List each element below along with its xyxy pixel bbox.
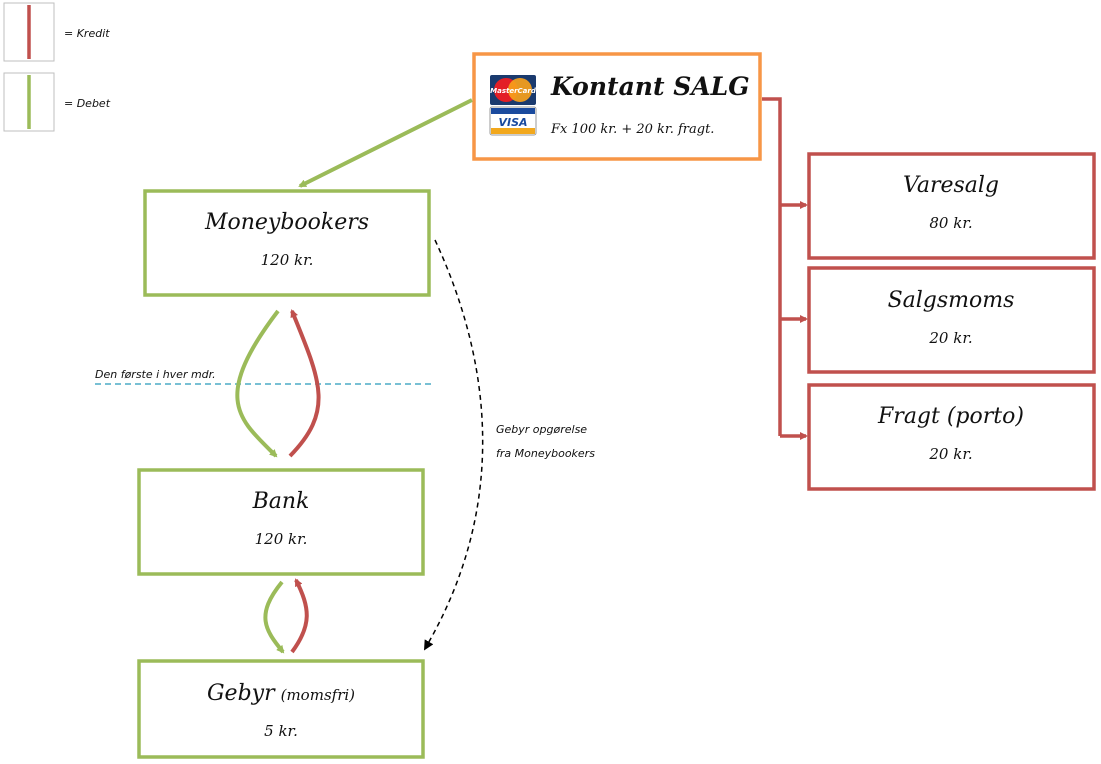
visa-text: VISA	[498, 116, 527, 129]
visa-icon: VISA	[489, 106, 537, 136]
moneybookers-box-frame	[143, 189, 431, 297]
vat-value: 20 kr.	[928, 329, 972, 347]
bank-box-frame	[137, 468, 425, 576]
fee-box-frame	[137, 659, 425, 759]
freight-value: 20 kr.	[928, 445, 972, 463]
sales-box: Varesalg 80 kr.	[807, 152, 1096, 260]
mastercard-icon: MasterCard	[490, 75, 537, 105]
credit-connector	[762, 97, 808, 440]
source-title: Kontant SALG	[550, 72, 750, 101]
debit-curve-bank-to-fee	[263, 580, 285, 654]
bank-title: Bank	[252, 489, 310, 514]
fee-title: Gebyr (momsfri)	[207, 681, 355, 706]
fee-title-note: (momsfri)	[281, 686, 356, 704]
legend: = Kredit = Debet	[3, 2, 111, 132]
mastercard-text: MasterCard	[490, 87, 537, 95]
bank-value: 120 kr.	[255, 530, 308, 548]
fee-value: 5 kr.	[264, 722, 298, 740]
credit-curve-bank-to-moneybookers	[288, 309, 321, 458]
source-box: MasterCard VISA Kontant SALG Fx 100 kr. …	[472, 52, 762, 161]
moneybookers-title: Moneybookers	[204, 210, 369, 235]
moneybookers-box: Moneybookers 120 kr.	[143, 189, 431, 297]
monthly-label: Den første i hver mdr.	[95, 368, 216, 381]
vat-box: Salgsmoms 20 kr.	[807, 266, 1096, 374]
moneybookers-value: 120 kr.	[261, 251, 314, 269]
fee-statement-label-line2: fra Moneybookers	[496, 447, 595, 460]
fee-statement-label-line1: Gebyr opgørelse	[496, 423, 587, 436]
source-subtitle: Fx 100 kr. + 20 kr. fragt.	[550, 122, 714, 137]
vat-box-frame	[807, 266, 1096, 374]
credit-connector-trunk	[762, 97, 782, 436]
sales-title: Varesalg	[903, 173, 999, 198]
debit-curve-moneybookers-to-bank	[235, 309, 280, 458]
legend-debit-label: = Debet	[64, 97, 111, 110]
credit-curve-fee-to-bank	[290, 578, 309, 654]
sales-value: 80 kr.	[929, 214, 972, 232]
debit-arrow-source-to-moneybookers	[298, 98, 473, 188]
bank-box: Bank 120 kr.	[137, 468, 425, 576]
sales-box-frame	[807, 152, 1096, 260]
fee-title-main: Gebyr	[207, 681, 276, 706]
legend-credit-label: = Kredit	[64, 27, 110, 40]
freight-box-frame	[807, 383, 1096, 491]
freight-box: Fragt (porto) 20 kr.	[807, 383, 1096, 491]
fee-box: Gebyr (momsfri) 5 kr.	[137, 659, 425, 759]
fee-statement-dashed-arrow	[423, 239, 484, 651]
freight-title: Fragt (porto)	[877, 404, 1024, 429]
vat-title: Salgsmoms	[888, 288, 1015, 313]
